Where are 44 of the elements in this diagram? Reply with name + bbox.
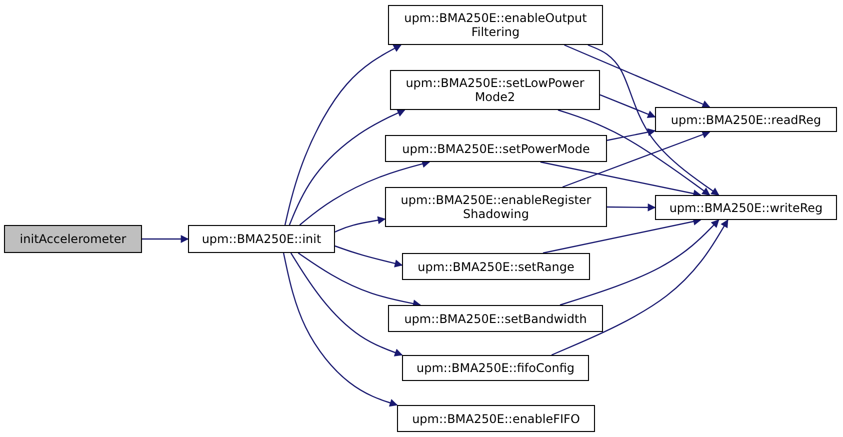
function-name: upm::BMA250E::setPowerMode <box>402 142 590 156</box>
call-arrow <box>564 44 710 108</box>
function-box <box>385 135 607 162</box>
call-arrow <box>290 252 403 356</box>
function-box <box>188 225 335 253</box>
call-arrow <box>540 161 702 198</box>
call-arrow <box>588 44 720 196</box>
call-arrow <box>542 218 702 254</box>
function-box <box>402 253 590 280</box>
function-name: initAccelerometer <box>20 232 126 246</box>
function-name: upm::BMA250E::enableOutput Filtering <box>403 11 588 39</box>
call-arrow <box>142 235 189 243</box>
call-arrow <box>334 245 403 268</box>
function-box <box>4 225 142 253</box>
function-box <box>402 355 589 381</box>
function-box <box>388 305 603 332</box>
function-box <box>397 405 595 432</box>
function-box <box>385 187 607 227</box>
function-name: upm::BMA250E::enableRegister Shadowing <box>400 193 592 221</box>
function-name: upm::BMA250E::setRange <box>418 260 574 274</box>
call-arrow <box>606 128 656 141</box>
call-arrow <box>562 130 710 188</box>
call-arrow <box>600 94 656 118</box>
function-box <box>655 195 837 220</box>
function-name: upm::BMA250E::setLowPower Mode2 <box>404 76 586 104</box>
call-arrow <box>299 160 430 226</box>
function-box <box>390 70 600 110</box>
call-arrow <box>558 109 710 196</box>
call-arrow <box>298 252 422 308</box>
function-name: upm::BMA250E::readReg <box>670 112 822 126</box>
call-arrow <box>282 252 398 407</box>
function-name: upm::BMA250E::enableFIFO <box>412 412 580 426</box>
call-arrow <box>551 219 728 356</box>
call-arrow <box>560 219 720 306</box>
function-name: upm::BMA250E::fifoConfig <box>416 361 574 375</box>
function-name: upm::BMA250E::init <box>202 232 322 246</box>
function-box <box>655 107 837 132</box>
call-arrow <box>607 203 656 212</box>
function-name: upm::BMA250E::setBandwidth <box>404 312 587 326</box>
function-box <box>388 5 603 45</box>
call-arrow <box>334 216 386 233</box>
call-arrow <box>284 44 402 226</box>
call-arrow <box>288 109 406 226</box>
function-name: upm::BMA250E::writeReg <box>669 200 823 214</box>
